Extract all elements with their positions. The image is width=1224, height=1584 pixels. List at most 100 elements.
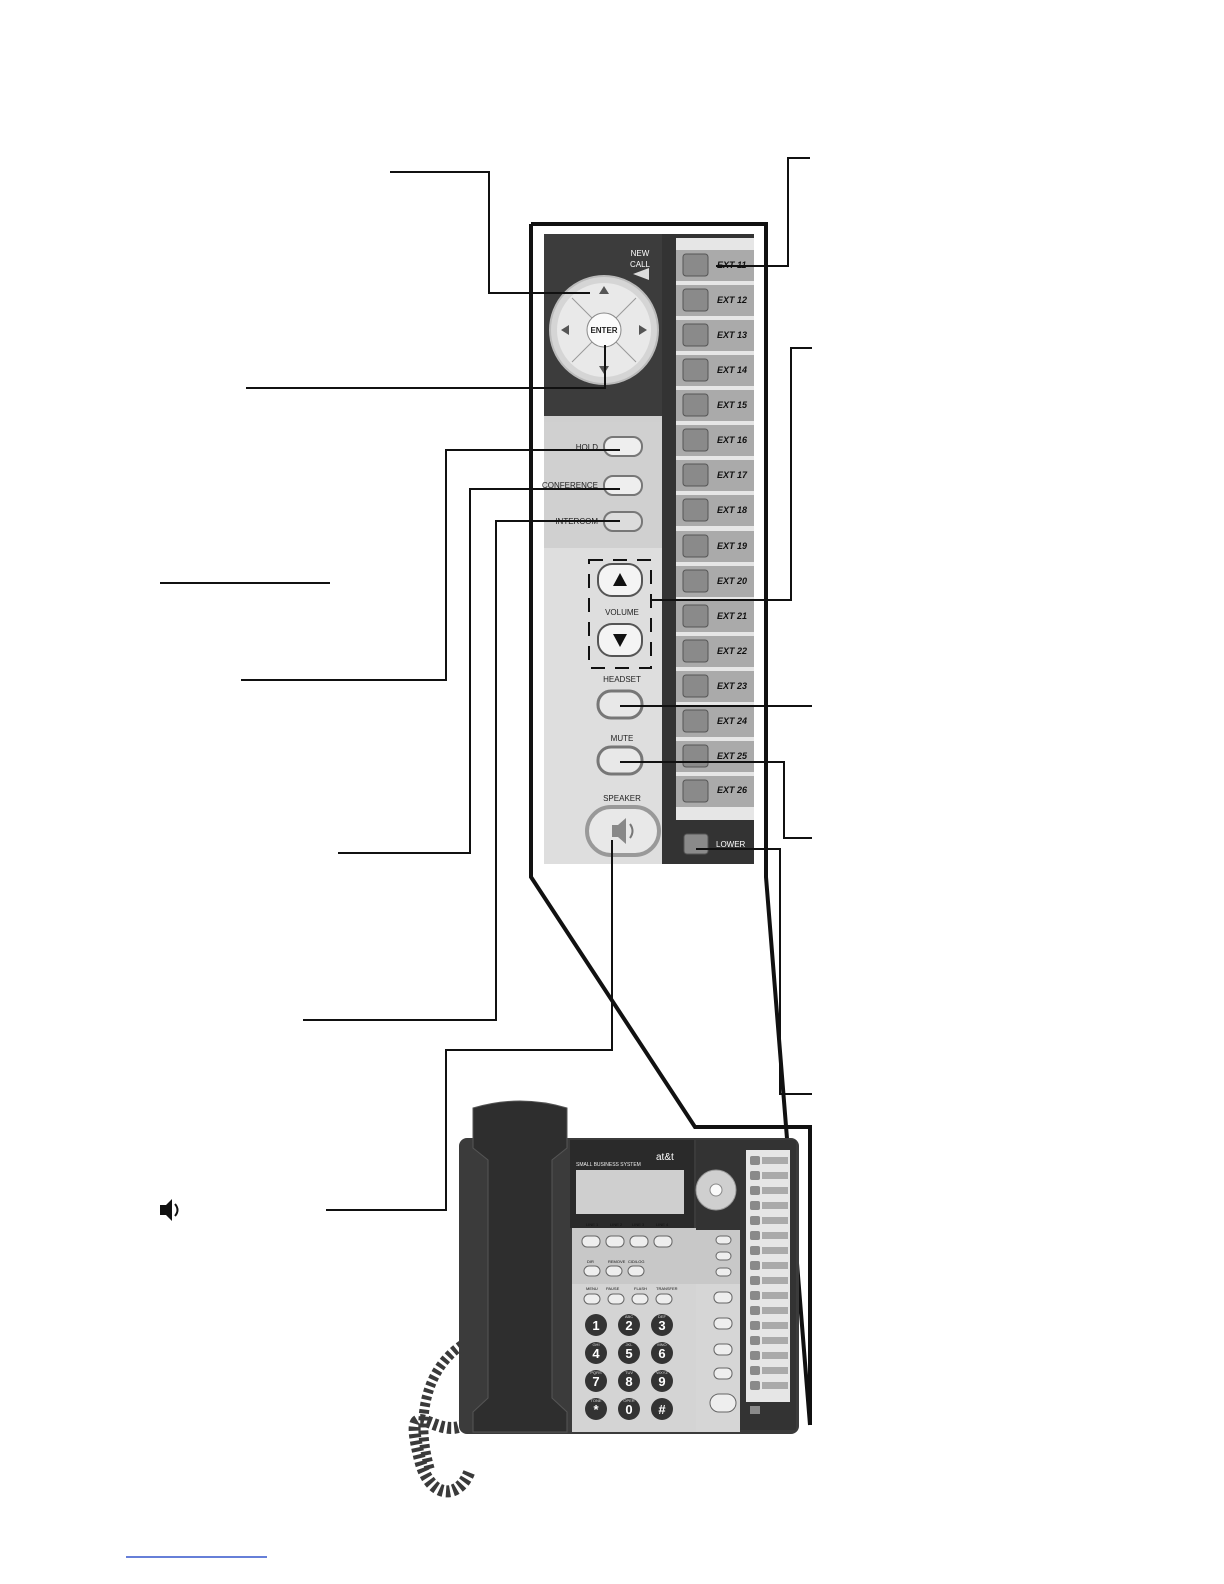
mini-ext-key[interactable]	[750, 1201, 760, 1210]
nav-up-icon[interactable]	[599, 286, 609, 294]
keypad-key[interactable]: *TONE	[585, 1398, 607, 1420]
conference-button[interactable]	[603, 475, 643, 496]
nav-right-icon[interactable]	[639, 325, 647, 335]
svg-text:*: *	[593, 1402, 599, 1417]
mini-ext-key[interactable]	[750, 1231, 760, 1240]
ext-key-15[interactable]: EXT 15	[676, 390, 754, 421]
mini-ext-key[interactable]	[750, 1276, 760, 1285]
mini-ext-key[interactable]	[750, 1171, 760, 1180]
hold-button[interactable]	[603, 436, 643, 457]
conference-label: CONFERENCE	[542, 481, 598, 490]
menu-label: MENU	[586, 1286, 598, 1291]
svg-text:EXT 26: EXT 26	[717, 785, 748, 795]
ext-key-22[interactable]: EXT 22	[676, 636, 754, 667]
pause-button[interactable]	[607, 1293, 625, 1305]
mini-speaker-button[interactable]	[709, 1393, 737, 1413]
mini-ext-key[interactable]	[750, 1291, 760, 1300]
dir-button[interactable]	[583, 1265, 601, 1277]
mini-conference-button[interactable]	[715, 1251, 732, 1261]
mini-extension-keys	[750, 1156, 788, 1390]
svg-text:EXT 24: EXT 24	[717, 716, 747, 726]
ext-key-17[interactable]: EXT 17	[676, 460, 754, 491]
line-1-button[interactable]	[581, 1235, 601, 1248]
ext-key-21[interactable]: EXT 21	[676, 601, 754, 632]
transfer-button[interactable]	[655, 1293, 673, 1305]
mini-lower-button[interactable]	[750, 1406, 760, 1414]
flash-button[interactable]	[631, 1293, 649, 1305]
mini-ext-key[interactable]	[750, 1246, 760, 1255]
mini-ext-key[interactable]	[750, 1186, 760, 1195]
telephone-base: at&t SMALL BUSINESS SYSTEM LINE 1 LINE 2…	[408, 1100, 799, 1498]
headset-label: HEADSET	[603, 675, 641, 684]
mini-ext-key[interactable]	[750, 1261, 760, 1270]
mini-volume-up-button[interactable]	[713, 1291, 733, 1304]
mini-ext-key[interactable]	[750, 1216, 760, 1225]
cid-log-button[interactable]	[627, 1265, 645, 1277]
mini-ext-key[interactable]	[750, 1156, 760, 1165]
hold-label: HOLD	[576, 443, 598, 452]
nav-left-icon[interactable]	[561, 325, 569, 335]
svg-text:#: #	[658, 1402, 666, 1417]
ext-key-13[interactable]: EXT 13	[676, 320, 754, 351]
ext-key-19[interactable]: EXT 19	[676, 531, 754, 562]
mini-headset-button[interactable]	[713, 1343, 733, 1356]
cid-log-label: CID/LOG	[628, 1259, 644, 1264]
navigation-pad[interactable]: ENTER	[549, 275, 659, 385]
svg-text:OPER: OPER	[623, 1398, 634, 1403]
new-call-label-1: NEW	[631, 249, 650, 258]
mini-ext-key[interactable]	[750, 1321, 760, 1330]
ext-key-26[interactable]: EXT 26	[676, 776, 754, 807]
mini-ext-label-strip	[762, 1157, 788, 1164]
keypad-key[interactable]: #	[651, 1398, 673, 1420]
ext-key-24[interactable]: EXT 24	[676, 706, 754, 737]
svg-text:EXT 25: EXT 25	[717, 751, 748, 761]
line-4-button[interactable]	[653, 1235, 673, 1248]
mini-hold-button[interactable]	[715, 1235, 732, 1245]
mini-ext-key[interactable]	[750, 1351, 760, 1360]
mini-mute-button[interactable]	[713, 1367, 733, 1380]
mini-ext-label-strip	[762, 1187, 788, 1194]
ext-key-20[interactable]: EXT 20	[676, 566, 754, 597]
mini-ext-key[interactable]	[750, 1381, 760, 1390]
mini-volume-down-button[interactable]	[713, 1317, 733, 1330]
line-3-button[interactable]	[629, 1235, 649, 1248]
mini-ext-label-strip	[762, 1232, 788, 1239]
headset-button[interactable]	[596, 689, 644, 720]
ext-key-18[interactable]: EXT 18	[676, 495, 754, 526]
remove-button[interactable]	[605, 1265, 623, 1277]
ext-key-14[interactable]: EXT 14	[676, 355, 754, 386]
svg-text:4: 4	[592, 1346, 600, 1361]
ext-key-23[interactable]: EXT 23	[676, 671, 754, 702]
mini-ext-key[interactable]	[750, 1366, 760, 1375]
svg-text:EXT 21: EXT 21	[717, 611, 747, 621]
model-series-label: SMALL BUSINESS SYSTEM	[576, 1162, 641, 1168]
triangle-down-icon	[613, 634, 627, 647]
svg-text:6: 6	[658, 1346, 665, 1361]
mini-ext-label-strip	[762, 1247, 788, 1254]
mini-ext-key[interactable]	[750, 1306, 760, 1315]
ext-key-16[interactable]: EXT 16	[676, 425, 754, 456]
mute-button[interactable]	[596, 745, 644, 776]
menu-button[interactable]	[583, 1293, 601, 1305]
line-2-button[interactable]	[605, 1235, 625, 1248]
mini-intercom-button[interactable]	[715, 1267, 732, 1277]
mini-ext-label-strip	[762, 1382, 788, 1389]
handset[interactable]	[472, 1100, 568, 1433]
ext-key-25[interactable]: EXT 25	[676, 741, 754, 772]
mini-ext-key[interactable]	[750, 1336, 760, 1345]
svg-text:EXT 16: EXT 16	[717, 435, 748, 445]
keypad-key[interactable]: 1	[585, 1314, 607, 1336]
speaker-button-icon	[612, 818, 634, 844]
ext-key-12[interactable]: EXT 12	[676, 285, 754, 316]
lower-button[interactable]	[683, 833, 709, 855]
